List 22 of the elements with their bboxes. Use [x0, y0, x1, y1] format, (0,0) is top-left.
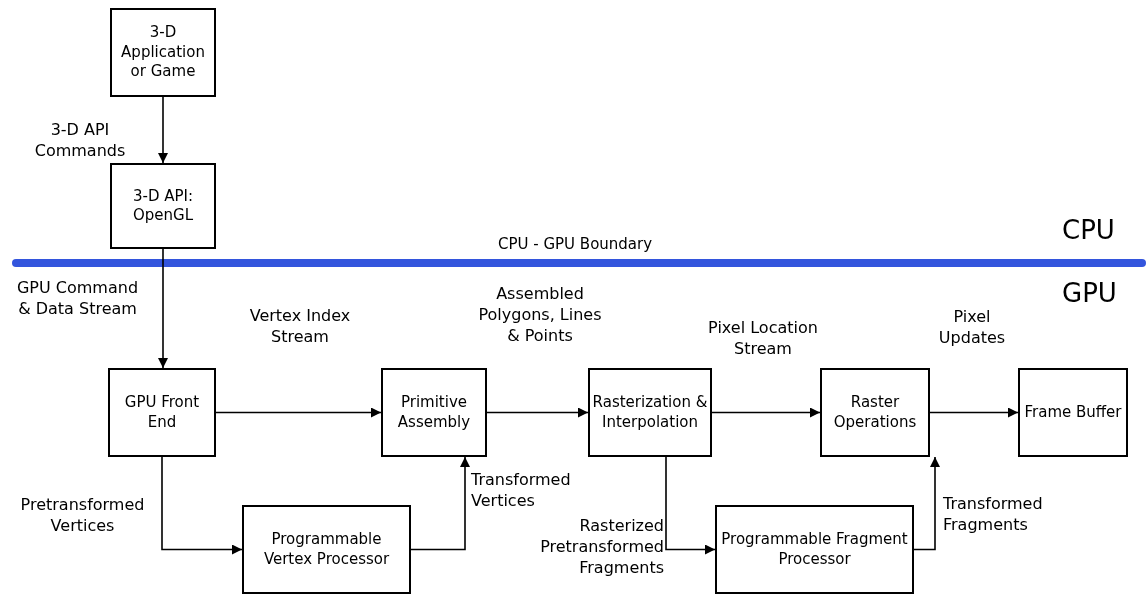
process-box: Rasterization & Interpolation: [588, 368, 712, 457]
process-box: Primitive Assembly: [381, 368, 487, 457]
process-box: Raster Operations: [820, 368, 930, 457]
region-label: CPU: [1062, 215, 1115, 245]
arrow: [486, 407, 589, 418]
region-label: CPU - GPU Boundary: [498, 235, 653, 253]
arrow: [158, 248, 168, 369]
arrow: [929, 407, 1019, 418]
arrow: [711, 407, 821, 418]
arrow: [158, 96, 168, 164]
arrow: [665, 456, 716, 555]
process-box: Frame Buffer: [1018, 368, 1128, 457]
region-label: GPU: [1062, 278, 1117, 308]
process-box: Programmable Fragment Processor: [715, 505, 914, 594]
arrow: [913, 456, 940, 551]
arrow: [410, 456, 470, 551]
arrow: [161, 456, 243, 555]
process-box: 3-D API: OpenGL: [110, 163, 216, 249]
process-box: GPU Front End: [108, 368, 216, 457]
process-box: Programmable Vertex Processor: [242, 505, 411, 594]
process-box: 3-D Application or Game: [110, 8, 216, 97]
arrow: [215, 407, 382, 418]
